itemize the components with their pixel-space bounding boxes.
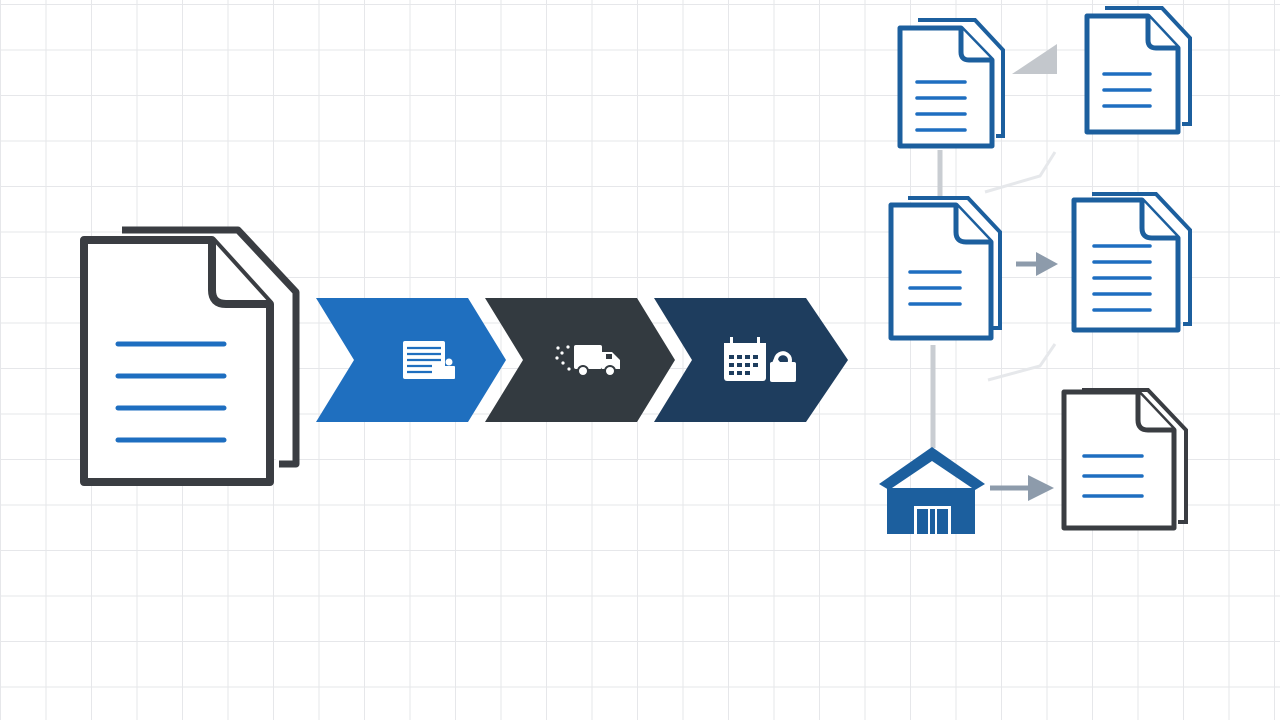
output-document-5 bbox=[1061, 388, 1188, 531]
document-icon bbox=[897, 18, 1005, 149]
arrow-to-document-5 bbox=[990, 475, 1054, 501]
warehouse-icon bbox=[879, 447, 985, 534]
arrow-to-document-4 bbox=[1016, 252, 1058, 276]
connector-lines bbox=[930, 44, 1057, 448]
text-lines bbox=[115, 341, 227, 443]
page-corner-fold bbox=[208, 240, 270, 308]
process-step-3 bbox=[654, 298, 848, 422]
connector-diagonal-upper bbox=[984, 151, 1057, 194]
warehouse-roof bbox=[879, 447, 985, 490]
output-document-2 bbox=[1084, 6, 1192, 135]
calendar-icon bbox=[724, 337, 796, 382]
delivery-truck-icon bbox=[555, 345, 620, 377]
output-document-3 bbox=[888, 196, 1002, 341]
invoice-form-icon bbox=[403, 341, 455, 379]
output-document-1 bbox=[897, 18, 1005, 149]
process-step-1 bbox=[316, 298, 506, 422]
connector-diagonal-lower bbox=[987, 343, 1057, 382]
document-icon bbox=[1071, 192, 1192, 333]
process-step-2 bbox=[485, 298, 675, 422]
output-document-4 bbox=[1071, 192, 1192, 333]
document-icon bbox=[888, 196, 1002, 341]
document-icon bbox=[1061, 388, 1188, 531]
stacked-documents-icon bbox=[80, 226, 300, 486]
faint-arrow-top bbox=[1012, 44, 1057, 74]
document-icon bbox=[1084, 6, 1192, 135]
